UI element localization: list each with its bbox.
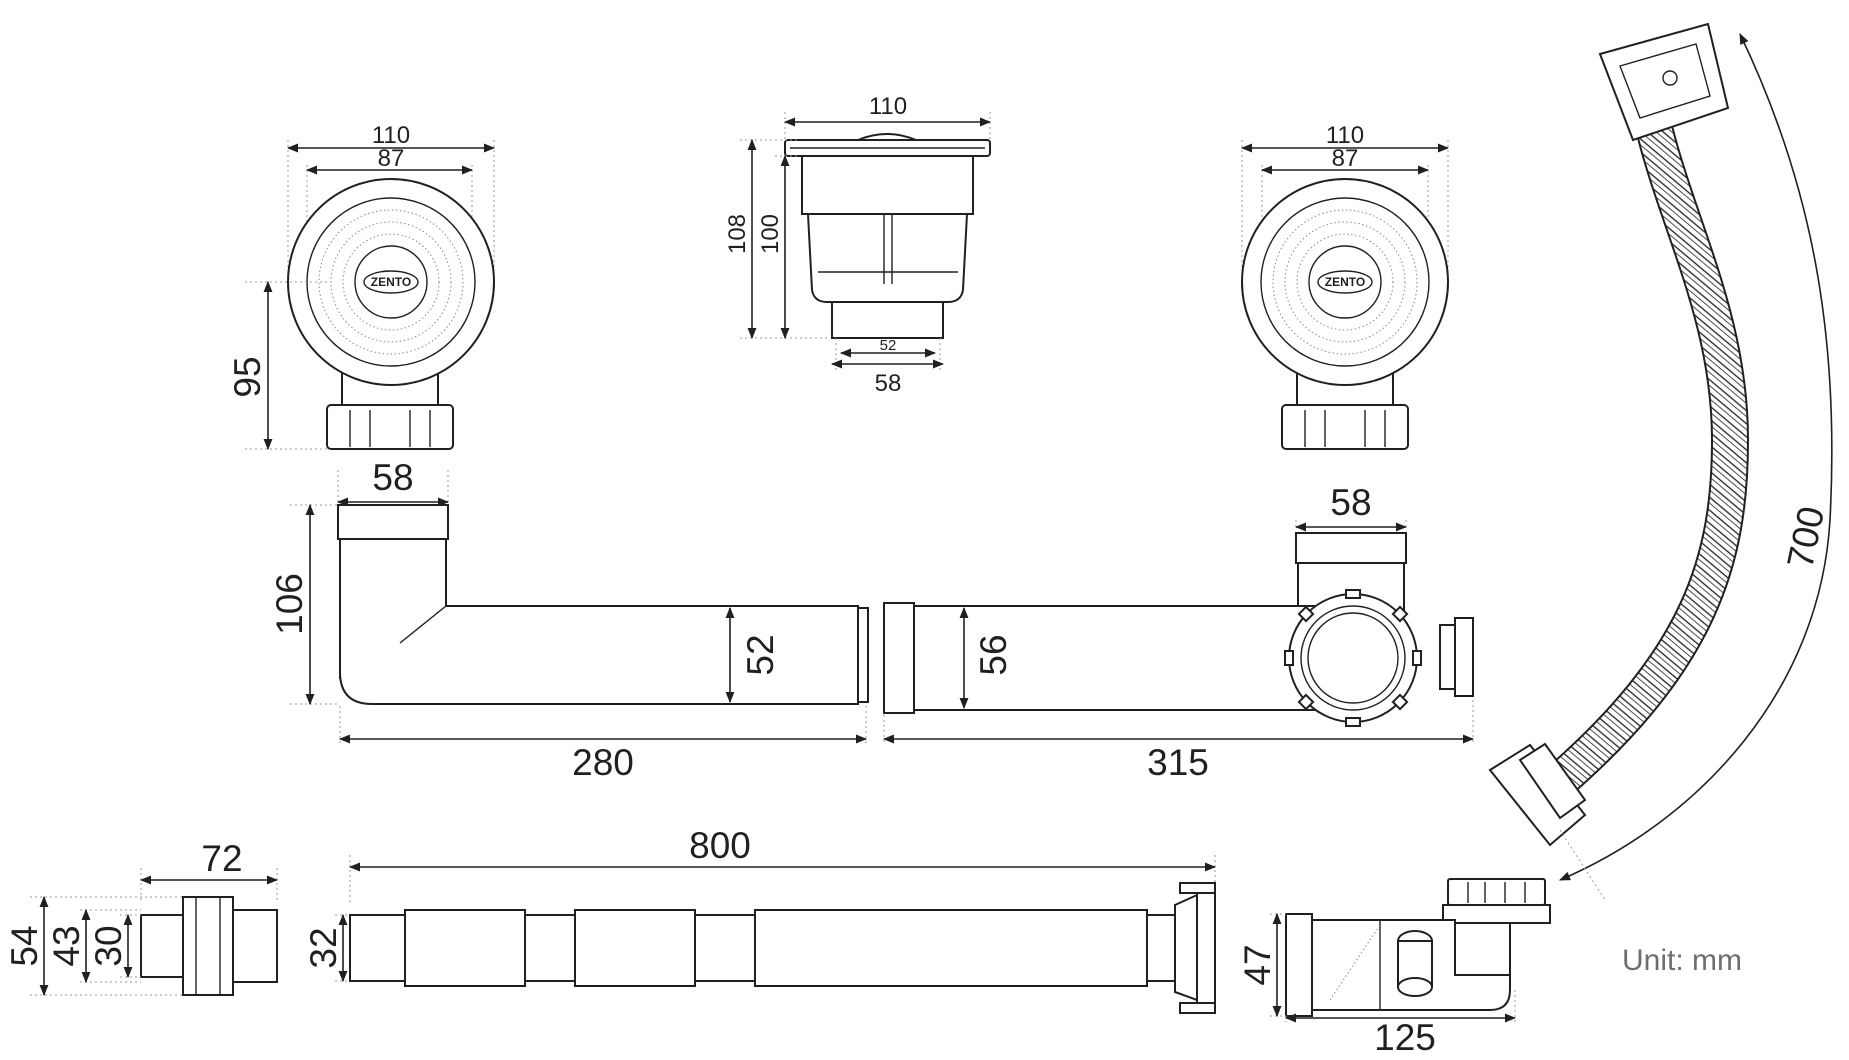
elbow-pipe-view: 58 106 52 280 (269, 457, 869, 783)
connector-outer-diameter-label: 54 (4, 925, 45, 966)
connector-mid-diameter-label: 43 (46, 925, 87, 966)
tee-length-label: 315 (1147, 742, 1209, 783)
trap-elbow-length-label: 125 (1374, 1017, 1436, 1058)
elbow-thread-label: 58 (372, 457, 413, 498)
strainer-side-total-height-label: 108 (724, 214, 751, 254)
connector-view: 72 54 43 30 (4, 838, 279, 997)
connector-inner-diameter-label: 30 (88, 925, 129, 966)
trap-elbow-view: 47 125 (1237, 878, 1551, 1058)
tee-thread-label: 58 (1330, 482, 1371, 523)
overflow-hose-view: 700 (1488, 22, 1833, 901)
strainer-left-height-label: 95 (227, 356, 268, 397)
strainer-right-brand-logo: ZENTO (1325, 275, 1365, 289)
connector-length-label: 72 (201, 838, 242, 879)
flex-hose-diameter-label: 32 (303, 927, 344, 968)
elbow-pipe-diameter-label: 52 (740, 634, 781, 675)
overflow-hose-length-label: 700 (1779, 503, 1832, 572)
strainer-side-width-label: 110 (869, 93, 907, 120)
strainer-left-outer-width-label: 110 (372, 122, 410, 149)
elbow-length-label: 280 (572, 742, 634, 783)
trap-elbow-diameter-label: 47 (1237, 944, 1278, 985)
tee-pipe-view: 58 56 315 (882, 482, 1475, 783)
strainer-right-inner-width-label: 87 (1332, 145, 1359, 172)
strainer-left-inner-width-label: 87 (378, 145, 405, 172)
tee-pipe-diameter-label: 56 (973, 634, 1014, 675)
flex-hose-length-label: 800 (689, 825, 751, 866)
elbow-height-label: 106 (269, 573, 310, 635)
flex-hose-view: 800 32 (303, 825, 1217, 1014)
strainer-left-brand-logo: ZENTO (371, 275, 411, 289)
strainer-side-outer-thread-label: 58 (875, 370, 902, 397)
unit-note: Unit: mm (1622, 944, 1742, 977)
strainer-side-inner-thread-label: 52 (880, 337, 897, 354)
strainer-front-right-view: 110 87 ZENTO (1240, 122, 1450, 450)
strainer-front-left-view: 110 87 ZENTO 95 (227, 122, 496, 451)
strainer-side-body-height-label: 100 (757, 214, 784, 254)
strainer-side-view: 110 108 100 52 58 (724, 93, 992, 397)
strainer-right-outer-width-label: 110 (1326, 122, 1364, 149)
